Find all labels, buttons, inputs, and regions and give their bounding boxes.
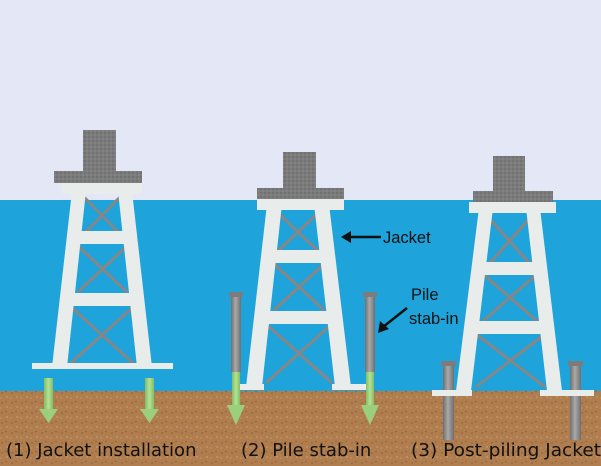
pile-pointer-arrow [378, 307, 408, 333]
driven-pile-3b [568, 361, 583, 440]
pile-label-line2: stab-in [409, 310, 459, 328]
jacket-structure-1 [32, 130, 173, 369]
pile-label-line1: Pile [411, 286, 439, 304]
penetration-arrow-1b [140, 378, 159, 423]
mudmat-3a [432, 390, 472, 396]
jacket-label: Jacket [383, 229, 431, 247]
caption-step-2: (2) Pile stab-in [241, 440, 371, 461]
pile-2a [227, 292, 245, 425]
seabed [0, 391, 601, 466]
pile-2b [361, 292, 379, 425]
jacket-structure-3 [456, 156, 562, 391]
mudmat-3b [540, 390, 594, 396]
jacket-pointer-arrow [341, 231, 381, 243]
caption-step-3: (3) Post-piling Jacket [411, 440, 601, 461]
driven-pile-3a [441, 361, 456, 440]
jacket-structure-2 [236, 152, 366, 390]
caption-step-1: (1) Jacket installation [6, 440, 196, 461]
penetration-arrow-1a [39, 378, 58, 423]
